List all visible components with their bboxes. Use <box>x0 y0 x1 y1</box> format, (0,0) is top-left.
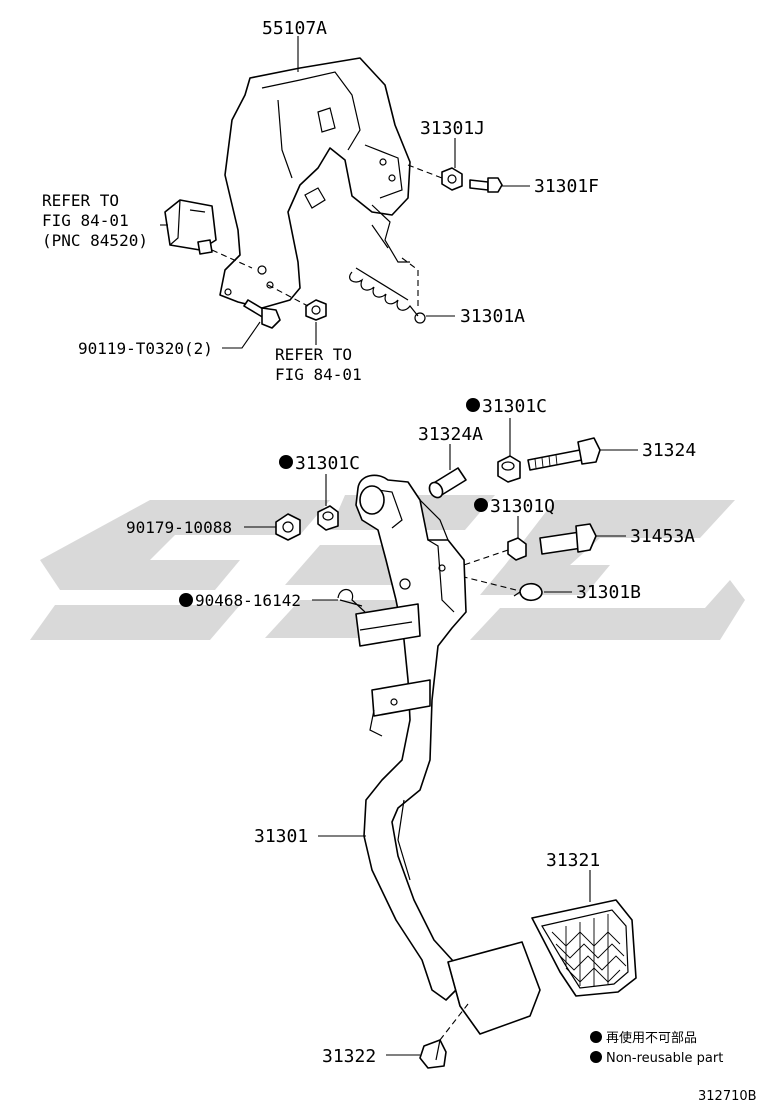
switch-dash-line <box>211 249 253 269</box>
label-31301c-top: 31301C <box>482 396 547 417</box>
label-31301j: 31301J <box>420 118 485 139</box>
label-90119: 90119-T0320(2) <box>78 339 213 358</box>
non-reusable-dot-31301c-left <box>279 455 293 469</box>
pedal-pad-31321 <box>531 899 637 997</box>
figure-code: 312710B <box>698 1089 757 1104</box>
label-refer2-line1: REFER TO <box>275 345 352 364</box>
label-31301f: 31301F <box>534 176 599 197</box>
non-reusable-dot-31301q <box>474 498 488 512</box>
cushion-31301b <box>513 582 543 602</box>
legend-line1: 再使用不可部品 <box>606 1030 697 1046</box>
non-reusable-dot-31301c-top <box>466 398 480 412</box>
bolt-dash-line <box>267 284 309 307</box>
label-31324a: 31324A <box>418 424 483 445</box>
stopper-dash-line <box>439 1003 469 1041</box>
bracket-55107a <box>219 57 411 309</box>
stop-lamp-switch <box>164 199 217 255</box>
bolt-31453a <box>539 523 597 555</box>
legend-line2: Non-reusable part <box>606 1051 723 1066</box>
leader-90119 <box>222 321 261 349</box>
stopper-31322 <box>419 1039 447 1069</box>
nut-j-dash-line <box>407 164 443 179</box>
bolt-31324 <box>527 437 601 471</box>
pedal-arm-31301 <box>355 474 467 1001</box>
label-31321: 31321 <box>546 850 600 871</box>
legend-dot-2 <box>590 1051 602 1063</box>
bushing-31301c-top <box>497 455 521 483</box>
label-refer1-line1: REFER TO <box>42 191 119 210</box>
clip-90468 <box>337 589 366 613</box>
pedal-pad-base <box>447 941 541 1035</box>
label-refer2-line2: FIG 84-01 <box>275 365 362 384</box>
bushing-31301q <box>507 537 527 561</box>
bolt-31301f <box>469 177 503 193</box>
nut-refer-fig-84-01 <box>305 299 327 321</box>
label-55107a: 55107A <box>262 18 327 39</box>
collar-31324a <box>428 467 467 499</box>
label-31453a: 31453A <box>630 526 695 547</box>
return-spring-31301a <box>349 267 426 324</box>
bolt-90119 <box>243 299 281 329</box>
label-31301b: 31301B <box>576 582 641 603</box>
label-31322: 31322 <box>322 1046 376 1067</box>
bushing-31301c-left <box>317 505 339 531</box>
label-31301q: 31301Q <box>490 496 555 517</box>
label-31301: 31301 <box>254 826 308 847</box>
label-refer1-line3: (PNC 84520) <box>42 231 148 250</box>
spring-dash-line <box>401 257 419 310</box>
nut-31301j <box>441 167 463 191</box>
label-refer1-line2: FIG 84-01 <box>42 211 129 230</box>
label-90468: 90468-16142 <box>195 591 301 610</box>
label-31301a: 31301A <box>460 306 525 327</box>
label-31301c-left: 31301C <box>295 453 360 474</box>
legend-dot-1 <box>590 1031 602 1043</box>
nut-90179 <box>275 513 301 541</box>
label-90179: 90179-10088 <box>126 518 232 537</box>
non-reusable-dot-90468 <box>179 593 193 607</box>
label-31324: 31324 <box>642 440 696 461</box>
